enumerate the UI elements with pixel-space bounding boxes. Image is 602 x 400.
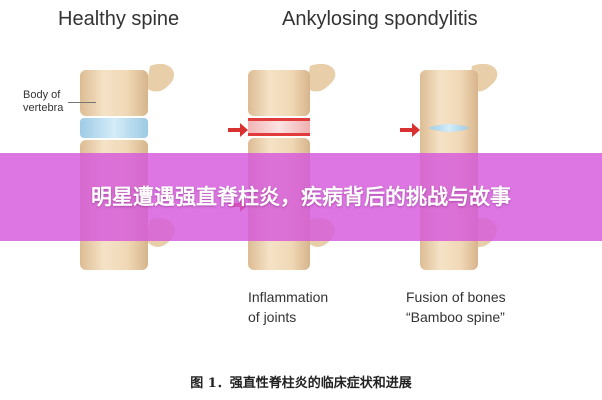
- healthy-spine-heading: Healthy spine: [58, 8, 180, 30]
- fused-disc-remnant: [428, 124, 470, 132]
- inflammation-line1: Inflammation: [248, 289, 329, 305]
- inflammation-label: Inflammation of joints: [248, 287, 328, 327]
- inflammation-line: [248, 133, 310, 136]
- body-of-vertebra-line1: Body of: [23, 89, 61, 101]
- fusion-line2: “Bamboo spine”: [406, 309, 505, 325]
- inflammation-line2: of joints: [248, 309, 297, 325]
- figure-caption: 图 1．强直性脊柱炎的临床症状和进展: [190, 376, 412, 391]
- ankylosing-spondylitis-heading: Ankylosing spondylitis: [282, 8, 478, 30]
- vertebra-body: [80, 70, 148, 116]
- fusion-label: Fusion of bones “Bamboo spine”: [406, 287, 506, 327]
- article-title[interactable]: 明星遭遇强直脊柱炎，疾病背后的挑战与故事: [91, 185, 511, 209]
- fusion-line1: Fusion of bones: [406, 289, 506, 305]
- spinous-process: [306, 63, 336, 92]
- body-of-vertebra-line2: vertebra: [23, 102, 64, 114]
- arrow-right-icon: [228, 123, 248, 137]
- spinous-process: [146, 63, 175, 92]
- arrow-right-icon: [400, 123, 420, 137]
- intervertebral-disc: [80, 118, 148, 138]
- inflammation-line: [248, 118, 310, 121]
- label-leader-line: [68, 102, 96, 103]
- inflamed-disc: [248, 118, 310, 136]
- title-banner[interactable]: 明星遭遇强直脊柱炎，疾病背后的挑战与故事: [0, 153, 602, 241]
- body-of-vertebra-label: Body of vertebra: [23, 89, 83, 115]
- vertebra-body: [248, 70, 310, 116]
